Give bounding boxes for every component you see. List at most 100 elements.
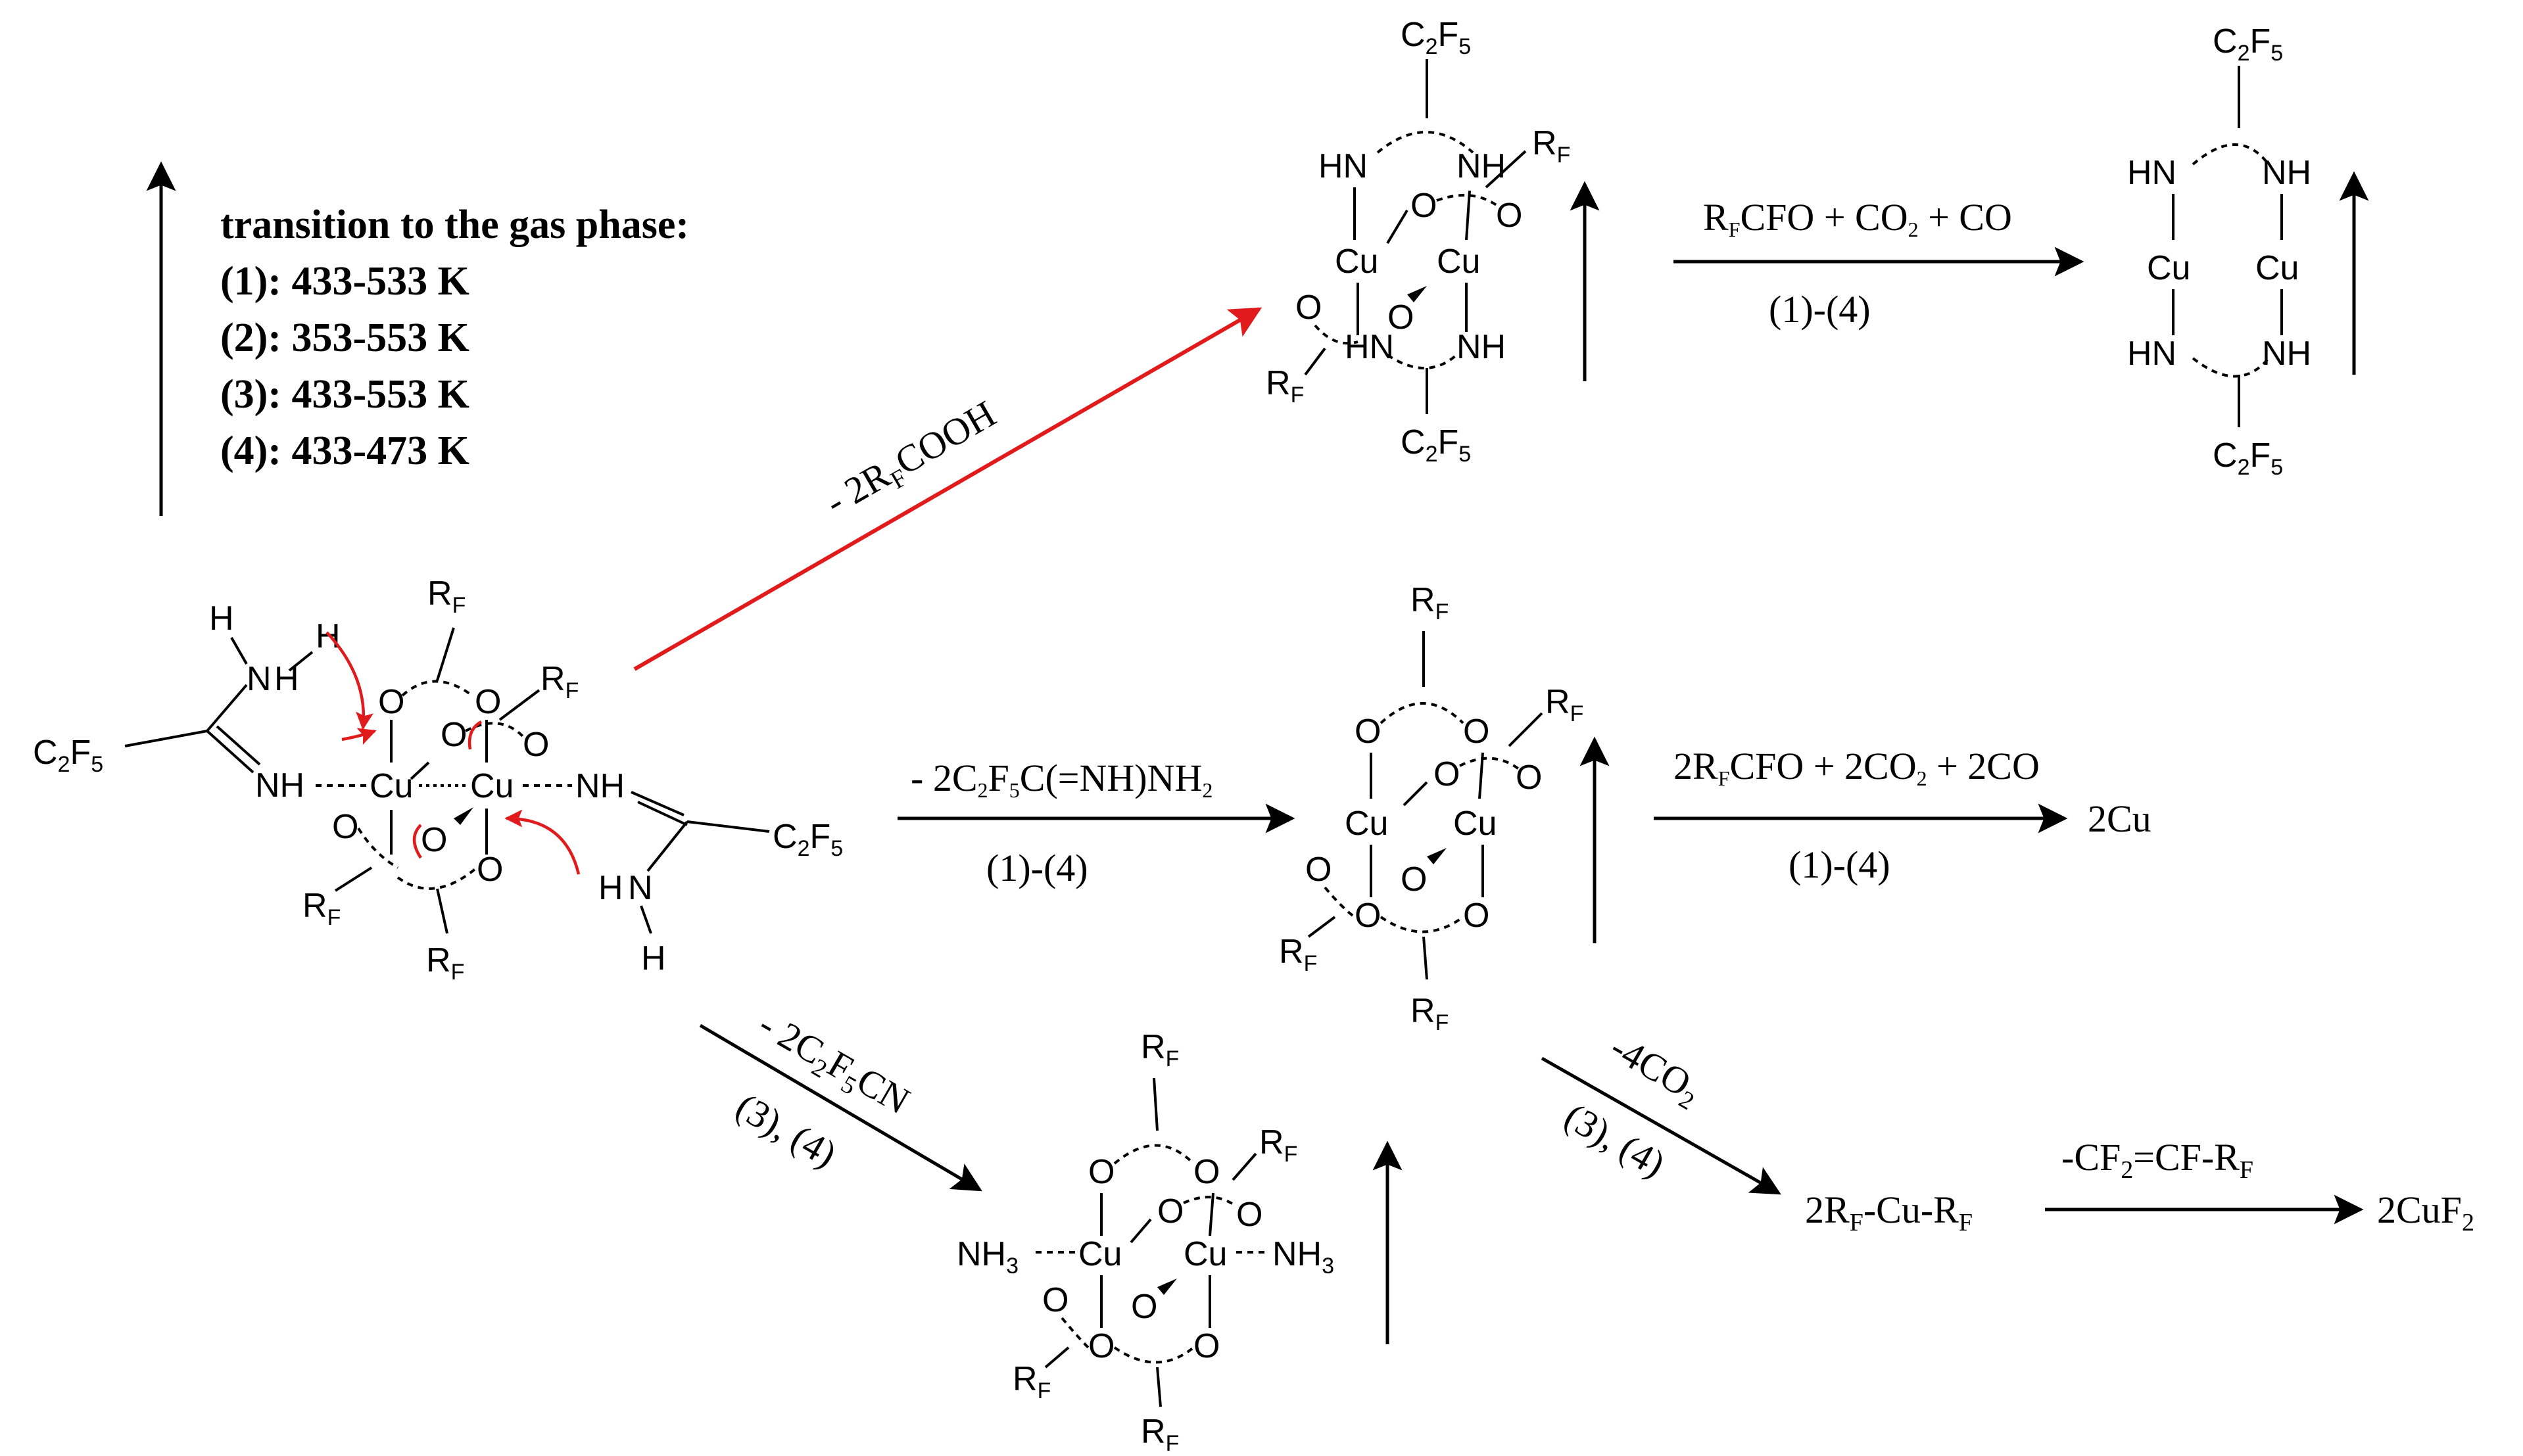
legend-item-1: (1): 433-533 K — [220, 259, 469, 304]
svg-text:O: O — [523, 726, 549, 764]
svg-text:NH3: NH3 — [957, 1235, 1019, 1279]
svg-text:Cu: Cu — [1335, 243, 1378, 281]
svg-text:O: O — [475, 683, 501, 721]
svg-text:RF: RF — [1410, 581, 1449, 624]
final-reaction: -CF2=CF-RF 2CuF2 — [2045, 1136, 2474, 1236]
legend-item-2: (2): 353-553 K — [220, 316, 469, 360]
svg-text:NH: NH — [575, 767, 625, 805]
svg-text:Cu: Cu — [1437, 243, 1480, 281]
right-arrow-condition: 2RFCFO + 2CO2 + 2CO — [1673, 745, 2040, 790]
top-complex: C2F5 HN NH RF O O Cu Cu O O HN NH RF C2F… — [1266, 16, 1600, 467]
top-arrow-conditions-below: (1)-(4) — [1769, 288, 1871, 331]
svg-text:C2F5: C2F5 — [2213, 22, 2283, 66]
copper-fluoride-product: 2CuF2 — [2377, 1188, 2474, 1236]
copper-ammine-complex: RF O O RF O O NH3 Cu Cu NH3 O O O O RF R… — [957, 1028, 1403, 1456]
svg-text:NH: NH — [1456, 328, 1506, 366]
svg-text:O: O — [1236, 1196, 1262, 1234]
cu-atom-6: Cu — [1184, 1235, 1227, 1273]
right-reaction: 2RFCFO + 2CO2 + 2CO (1)-(4) 2Cu — [1654, 745, 2151, 886]
svg-text:O: O — [421, 821, 447, 859]
svg-text:NH: NH — [2262, 335, 2311, 373]
svg-text:O: O — [477, 851, 503, 889]
svg-text:C2F5: C2F5 — [773, 818, 843, 861]
svg-text:O: O — [1157, 1192, 1184, 1231]
cu-atom-2: Cu — [470, 767, 514, 805]
middle-reaction: - 2C2F5C(=NH)NH2 (1)-(4) — [898, 757, 1295, 889]
copper-product: 2Cu — [2088, 797, 2151, 840]
lower-right-reaction: -4CO2 (3), (4) — [1541, 1025, 1781, 1195]
svg-text:HN: HN — [2127, 335, 2176, 373]
svg-text:O: O — [1355, 897, 1381, 935]
svg-text:RF: RF — [426, 941, 464, 985]
svg-text:HN: HN — [1318, 147, 1368, 185]
svg-text:O: O — [378, 683, 404, 721]
legend: transition to the gas phase: (1): 433-53… — [146, 161, 689, 516]
svg-text:O: O — [1516, 759, 1542, 797]
svg-text:O: O — [1463, 713, 1489, 751]
svg-text:H: H — [316, 617, 341, 655]
svg-text:RF: RF — [1266, 364, 1304, 408]
red-pathway: - 2RFCOOH — [633, 307, 1262, 671]
svg-text:O: O — [1193, 1153, 1220, 1191]
svg-text:NH3: NH3 — [1272, 1235, 1334, 1279]
cu-atom-4: Cu — [1453, 805, 1497, 843]
svg-text:RF: RF — [1279, 933, 1317, 976]
lower-right-arrow-conditions-below: (3), (4) — [1558, 1094, 1673, 1185]
svg-text:RF: RF — [1532, 124, 1570, 168]
copper-amidinate-product: C2F5 HN NH Cu Cu HN NH C2F5 — [2127, 22, 2369, 480]
svg-text:H: H — [641, 939, 666, 977]
legend-item-3: (3): 433-553 K — [220, 372, 469, 417]
svg-text:RF: RF — [1410, 992, 1449, 1035]
cu-atom-1: Cu — [370, 767, 413, 805]
svg-text:H: H — [209, 599, 234, 638]
svg-text:NH: NH — [1456, 147, 1506, 185]
organocopper-product: 2RF-Cu-RF — [1805, 1188, 1973, 1236]
svg-text:O: O — [1088, 1153, 1115, 1191]
svg-text:C2F5: C2F5 — [2213, 436, 2283, 480]
svg-text:O: O — [1433, 755, 1460, 793]
cu-atom-5: Cu — [1078, 1235, 1122, 1273]
svg-text:O: O — [441, 716, 467, 754]
svg-text:HN: HN — [1345, 328, 1394, 366]
svg-text:NH: NH — [255, 766, 304, 805]
legend-item-4: (4): 433-473 K — [220, 429, 469, 473]
svg-text:RF: RF — [1141, 1413, 1179, 1456]
top-reaction: RFCFO + CO2 + CO (1)-(4) — [1673, 196, 2084, 331]
svg-text:RF: RF — [302, 887, 341, 930]
svg-text:O: O — [1305, 851, 1332, 889]
c2f5-label: C2F5 — [33, 734, 103, 777]
svg-text:RF: RF — [541, 660, 579, 703]
svg-text:O: O — [1496, 197, 1522, 235]
svg-text:O: O — [1387, 298, 1414, 337]
svg-text:O: O — [332, 808, 358, 846]
cu-atom-3: Cu — [1345, 805, 1388, 843]
svg-text:Cu: Cu — [2147, 249, 2190, 287]
middle-arrow-condition: - 2C2F5C(=NH)NH2 — [911, 757, 1213, 802]
svg-text:O: O — [1193, 1327, 1220, 1365]
svg-text:RF: RF — [1259, 1123, 1297, 1167]
svg-text:RF: RF — [427, 575, 466, 618]
lower-left-reaction-arrow — [699, 1023, 982, 1192]
svg-text:O: O — [1463, 897, 1489, 935]
svg-text:O: O — [1401, 860, 1427, 899]
svg-text:O: O — [1355, 713, 1381, 751]
svg-text:O: O — [1410, 187, 1437, 225]
svg-text:O: O — [1088, 1327, 1115, 1365]
svg-text:Cu: Cu — [2255, 249, 2299, 287]
right-arrow-conditions-below: (1)-(4) — [1789, 843, 1890, 886]
starting-complex: C2F5 N H H H NH Cu Cu O O RF O O RF O O — [33, 575, 843, 985]
svg-text:C2F5: C2F5 — [1401, 16, 1471, 59]
svg-text:C2F5: C2F5 — [1401, 423, 1471, 467]
lower-right-reaction-arrow — [1541, 1056, 1781, 1195]
lower-left-reaction: - 2C2F5CN (3), (4) — [699, 1002, 982, 1192]
svg-text:O: O — [1131, 1288, 1157, 1326]
svg-text:RF: RF — [1141, 1028, 1179, 1071]
svg-text:RF: RF — [1545, 683, 1583, 726]
svg-text:N: N — [628, 869, 653, 907]
legend-title: transition to the gas phase: — [220, 202, 689, 247]
copper-carboxylate: RF O O RF O O Cu Cu O O O O RF RF — [1279, 581, 1610, 1035]
svg-text:NH: NH — [2262, 154, 2311, 192]
svg-text:H: H — [598, 869, 623, 907]
svg-text:N: N — [247, 660, 272, 698]
